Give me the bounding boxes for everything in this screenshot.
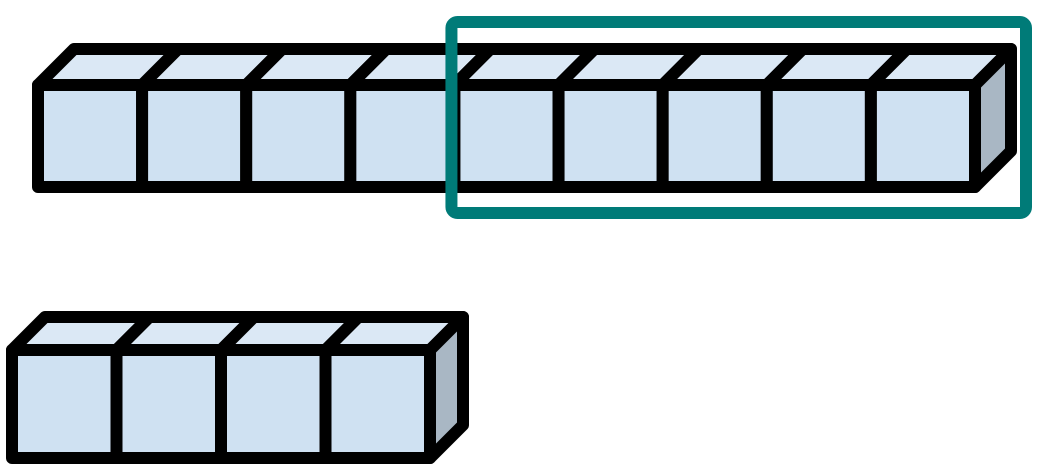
top-row-cube-front-face (240, 79, 357, 193)
top-row-cube-front-face (32, 79, 149, 193)
bottom-row-cube-front-face (215, 344, 332, 464)
top-row-cube-front-face (760, 79, 877, 193)
bottom-row-cube-front-face (6, 344, 123, 464)
top-row-cube-front-face (136, 79, 253, 193)
top-row-cube-front-face (344, 79, 461, 193)
highlight-box (445, 16, 1032, 219)
bottom-row-cube-front-face (319, 344, 436, 464)
bottom-row-cube-front-face (110, 344, 227, 464)
top-row-cube-front-face (864, 79, 982, 193)
top-row-cube-front-face (448, 79, 565, 193)
top-row-cube-front-face (656, 79, 773, 193)
top-row-cube-front-face (552, 79, 669, 193)
